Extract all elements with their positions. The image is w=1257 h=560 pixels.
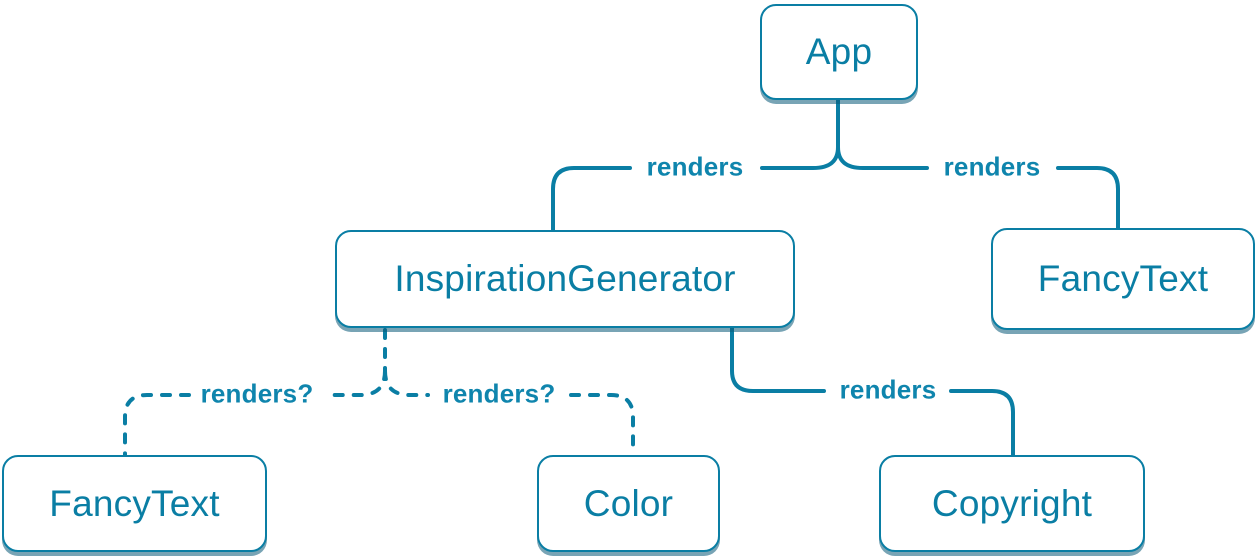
node-fancy-text-bottom-label: FancyText: [49, 482, 220, 524]
dashed-edges: [123, 328, 635, 457]
edge-app-fancytext: [836, 145, 1120, 230]
node-color-label: Color: [583, 482, 674, 524]
node-fancy-text-bottom: FancyText: [2, 455, 267, 552]
node-color: Color: [537, 455, 720, 552]
edge-label-renders-maybe-color: renders?: [442, 378, 556, 409]
node-inspiration-generator-label: InspirationGenerator: [394, 258, 736, 299]
edge-label-renders-copyright: renders: [839, 374, 937, 405]
node-app-label: App: [805, 31, 873, 72]
node-app: App: [760, 4, 918, 100]
edge-inspirationgenerator-copyright: [730, 326, 1015, 457]
node-copyright-label: Copyright: [931, 482, 1093, 524]
node-copyright: Copyright: [879, 455, 1145, 552]
node-fancy-text-top: FancyText: [991, 228, 1255, 330]
edge-label-renders-fancytext: renders: [943, 151, 1041, 182]
edge-inspirationgenerator-color-dashed: [383, 369, 635, 457]
node-fancy-text-top-label: FancyText: [1037, 258, 1209, 299]
edge-label-renders-inspirationgenerator: renders: [646, 151, 744, 182]
edge-label-renders-maybe-fancytext: renders?: [200, 378, 314, 409]
node-inspiration-generator: InspirationGenerator: [335, 230, 795, 328]
solid-edges: [551, 98, 1120, 457]
